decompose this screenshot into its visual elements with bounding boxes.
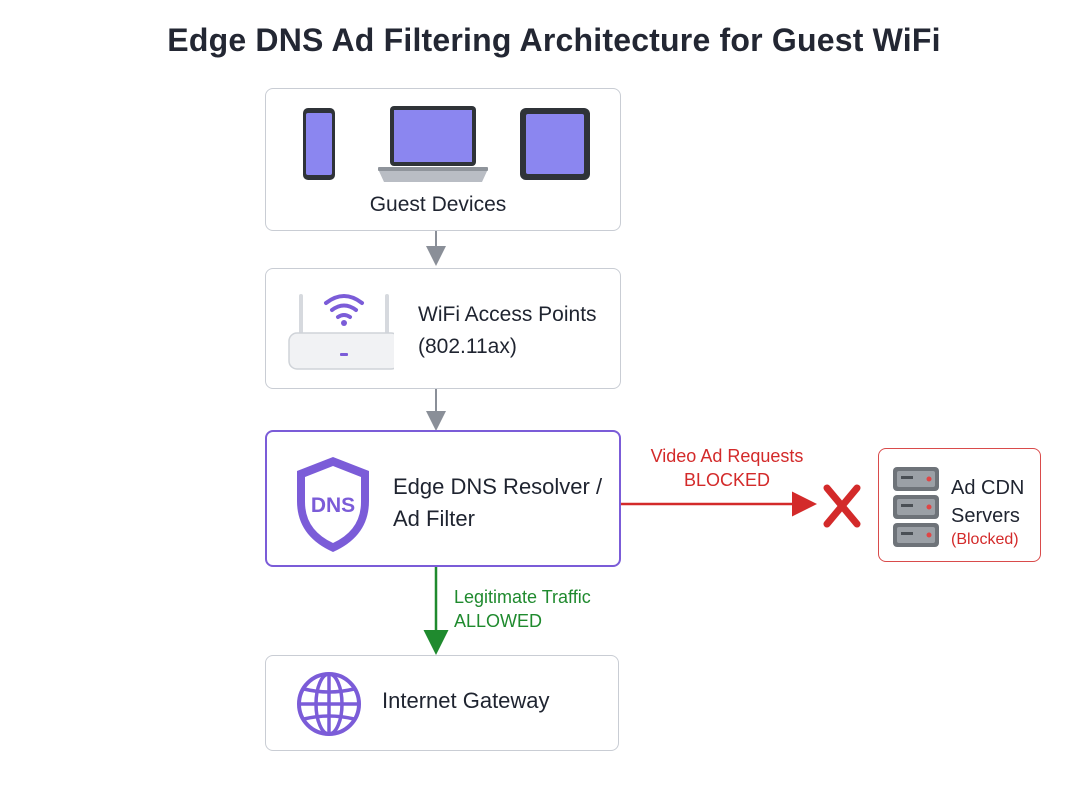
guest-devices-node: Guest Devices bbox=[265, 88, 621, 231]
laptop-icon bbox=[378, 106, 488, 182]
guest-devices-label: Guest Devices bbox=[369, 193, 507, 216]
allowed-label-line2: ALLOWED bbox=[454, 611, 543, 631]
dns-label-line2: Ad Filter bbox=[393, 506, 475, 531]
x-mark-icon bbox=[823, 484, 861, 528]
dns-badge: DNS bbox=[311, 494, 355, 517]
ad-cdn-node: Ad CDN Servers (Blocked) bbox=[878, 448, 1041, 562]
ad-cdn-label-line2: Servers bbox=[951, 505, 1020, 527]
wifi-router-icon bbox=[288, 294, 394, 370]
server-rack-icon bbox=[893, 467, 939, 547]
dns-label-line1: Edge DNS Resolver / bbox=[393, 474, 603, 499]
wifi-ap-label-line1: WiFi Access Points bbox=[418, 303, 597, 326]
shield-icon: DNS bbox=[297, 457, 369, 552]
allowed-label-line1: Legitimate Traffic bbox=[454, 587, 591, 607]
tablet-icon bbox=[520, 108, 590, 180]
internet-gateway-node: Internet Gateway bbox=[265, 655, 619, 751]
blocked-label-line1: Video Ad Requests bbox=[650, 446, 804, 466]
blocked-edge-label: Video Ad Requests BLOCKED bbox=[636, 444, 818, 492]
dns-filter-node: DNS Edge DNS Resolver / Ad Filter bbox=[265, 430, 621, 567]
wifi-ap-label-line2: (802.11ax) bbox=[418, 335, 517, 358]
allowed-edge-label: Legitimate Traffic ALLOWED bbox=[454, 585, 591, 633]
ad-cdn-label-line1: Ad CDN bbox=[951, 477, 1025, 499]
smartphone-icon bbox=[303, 108, 335, 180]
ad-cdn-status: (Blocked) bbox=[951, 531, 1019, 548]
diagram-title: Edge DNS Ad Filtering Architecture for G… bbox=[167, 22, 941, 58]
internet-gateway-label: Internet Gateway bbox=[382, 688, 550, 713]
globe-icon bbox=[297, 672, 361, 736]
wifi-access-points-node: WiFi Access Points (802.11ax) bbox=[265, 268, 621, 389]
blocked-label-line2: BLOCKED bbox=[683, 470, 771, 490]
